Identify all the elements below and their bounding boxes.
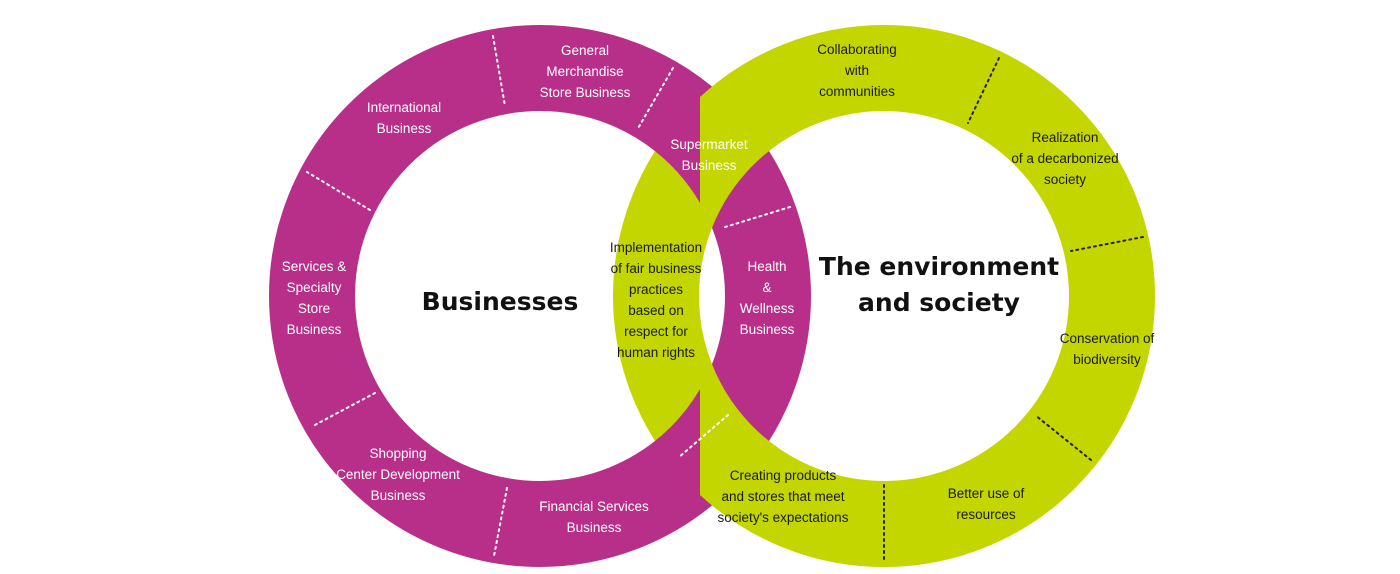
society-divider: [1034, 414, 1092, 461]
businesses-divider: [492, 35, 506, 107]
businesses-divider: [493, 487, 508, 557]
society-divider: [967, 57, 1000, 124]
businesses-divider: [677, 414, 729, 459]
businesses-divider: [312, 392, 376, 427]
society-ring-back: [613, 97, 700, 495]
businesses-divider: [721, 206, 791, 229]
businesses-center-title: Businesses: [422, 287, 579, 316]
society-divider: [1070, 236, 1144, 252]
society-ring-dividers: [883, 57, 1144, 561]
businesses-divider: [636, 67, 674, 131]
businesses-ring: [269, 25, 811, 567]
businesses-divider: [306, 171, 371, 211]
businesses-ring-dividers: [306, 35, 791, 557]
